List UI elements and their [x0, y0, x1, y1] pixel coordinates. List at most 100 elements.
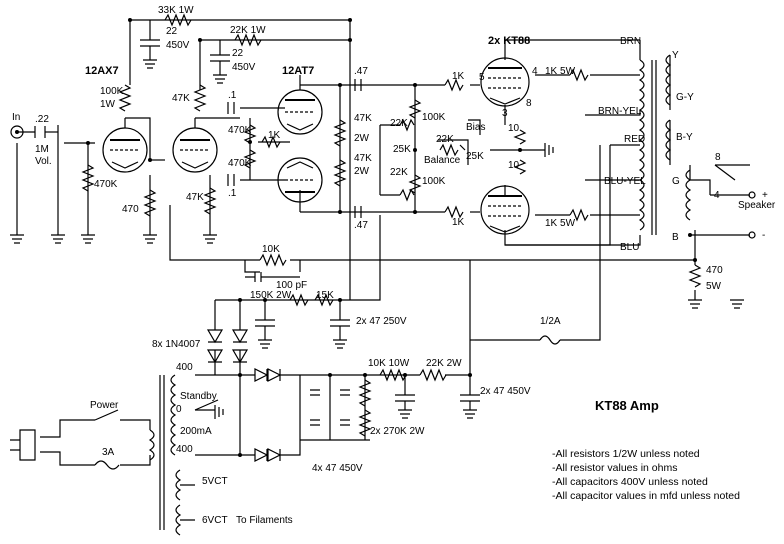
svg-text:-All capacitors 400V unless no: -All capacitors 400V unless noted: [552, 476, 708, 488]
svg-text:.1: .1: [228, 188, 237, 199]
svg-text:3A: 3A: [102, 447, 115, 458]
svg-text:Speaker: Speaker: [738, 200, 776, 211]
svg-text:Standby: Standby: [180, 391, 217, 402]
svg-text:10: 10: [508, 123, 520, 134]
svg-text:2x 47 450V: 2x 47 450V: [480, 386, 531, 397]
grounds: [10, 59, 744, 419]
svg-text:22K: 22K: [390, 118, 408, 129]
svg-text:.47: .47: [354, 66, 368, 77]
svg-text:Bias: Bias: [466, 122, 485, 133]
svg-text:5: 5: [479, 72, 485, 83]
tube-12ax7-a: [102, 127, 148, 173]
tube-12at7-b: [277, 157, 323, 203]
svg-text:1K 5W: 1K 5W: [545, 66, 576, 77]
svg-text:100K: 100K: [100, 86, 124, 97]
tube-kt88-top: [480, 57, 530, 107]
svg-text:-All capacitor values in mfd u: -All capacitor values in mfd unless note…: [552, 490, 740, 502]
svg-text:G-Y: G-Y: [676, 92, 694, 103]
svg-text:-All resistor values in ohms: -All resistor values in ohms: [552, 462, 677, 474]
svg-text:G: G: [672, 176, 680, 187]
tube-12ax7-label: 12AX7: [85, 65, 119, 77]
svg-text:22: 22: [232, 48, 244, 59]
svg-text:2W: 2W: [354, 133, 370, 144]
tube-kt88-bottom: [480, 185, 530, 235]
svg-text:4x 47 450V: 4x 47 450V: [312, 463, 363, 474]
svg-text:10K: 10K: [262, 244, 280, 255]
rectifier-diodes: [206, 329, 282, 462]
svg-text:5VCT: 5VCT: [202, 476, 228, 487]
svg-text:BLU: BLU: [620, 242, 639, 253]
svg-text:0: 0: [176, 404, 182, 415]
svg-text:Y: Y: [672, 50, 679, 61]
svg-text:150K 2W: 150K 2W: [250, 290, 292, 301]
labels: 12AX7 12AT7 2x KT88 In .22 1M Vol. 470K …: [12, 5, 776, 526]
tube-12ax7-b: [172, 127, 218, 173]
capacitors: [34, 20, 480, 426]
svg-text:8x 1N4007: 8x 1N4007: [152, 339, 201, 350]
svg-text:Balance: Balance: [424, 155, 461, 166]
svg-text:470: 470: [122, 204, 139, 215]
svg-text:1M: 1M: [35, 144, 49, 155]
svg-text:Vol.: Vol.: [35, 156, 52, 167]
svg-text:To Filaments: To Filaments: [236, 515, 293, 526]
svg-text:-All resistors 1/2W unless not: -All resistors 1/2W unless noted: [552, 448, 700, 460]
svg-text:470K: 470K: [228, 125, 252, 136]
svg-text:400: 400: [176, 444, 193, 455]
svg-text:450V: 450V: [166, 40, 190, 51]
misc-symbols: [10, 119, 756, 470]
svg-text:47K: 47K: [186, 192, 204, 203]
svg-text:1W: 1W: [100, 99, 116, 110]
svg-text:1K: 1K: [452, 217, 465, 228]
svg-text:2W: 2W: [354, 166, 370, 177]
junctions: [86, 18, 697, 457]
resistors: [81, 13, 702, 437]
svg-text:450V: 450V: [232, 62, 256, 73]
svg-text:BRN-YEL: BRN-YEL: [598, 106, 642, 117]
svg-text:400: 400: [176, 362, 193, 373]
svg-text:5W: 5W: [706, 281, 722, 292]
svg-text:8: 8: [526, 98, 532, 109]
tube-12at7-a: [277, 89, 323, 135]
svg-text:+: +: [762, 190, 768, 201]
svg-text:22K: 22K: [390, 167, 408, 178]
svg-text:.1: .1: [228, 90, 237, 101]
svg-text:3: 3: [502, 108, 508, 119]
svg-text:-: -: [762, 230, 765, 241]
svg-text:470K: 470K: [228, 158, 252, 169]
svg-text:.47: .47: [354, 220, 368, 231]
svg-text:10K 10W: 10K 10W: [368, 358, 410, 369]
svg-text:6VCT: 6VCT: [202, 515, 228, 526]
svg-text:22K: 22K: [436, 134, 454, 145]
tube-12at7-label: 12AT7: [282, 65, 314, 77]
svg-text:.22: .22: [35, 114, 49, 125]
svg-text:In: In: [12, 112, 20, 123]
svg-text:8: 8: [715, 152, 721, 163]
svg-text:47K: 47K: [354, 153, 372, 164]
svg-text:100 pF: 100 pF: [276, 280, 307, 291]
svg-text:22: 22: [166, 26, 178, 37]
svg-text:25K: 25K: [393, 144, 411, 155]
svg-text:1K: 1K: [268, 130, 281, 141]
svg-text:4: 4: [532, 66, 538, 77]
svg-text:33K 1W: 33K 1W: [158, 5, 194, 16]
svg-text:Power: Power: [90, 400, 119, 411]
transformers: [148, 54, 692, 536]
svg-text:22K 1W: 22K 1W: [230, 25, 266, 36]
schematic-title: KT88 Amp: [595, 398, 659, 413]
svg-text:470K: 470K: [94, 179, 118, 190]
svg-text:10: 10: [508, 160, 520, 171]
svg-text:470: 470: [706, 265, 723, 276]
svg-text:B-Y: B-Y: [676, 132, 693, 143]
svg-text:100K: 100K: [422, 112, 446, 123]
svg-text:200mA: 200mA: [180, 426, 212, 437]
svg-text:15K: 15K: [316, 290, 334, 301]
svg-text:B: B: [672, 232, 679, 243]
svg-text:2x 270K 2W: 2x 270K 2W: [370, 426, 425, 437]
svg-text:47K: 47K: [354, 113, 372, 124]
svg-text:25K: 25K: [466, 151, 484, 162]
svg-text:4: 4: [714, 190, 720, 201]
svg-text:BLU-YEL: BLU-YEL: [604, 176, 646, 187]
svg-text:1K 5W: 1K 5W: [545, 218, 576, 229]
